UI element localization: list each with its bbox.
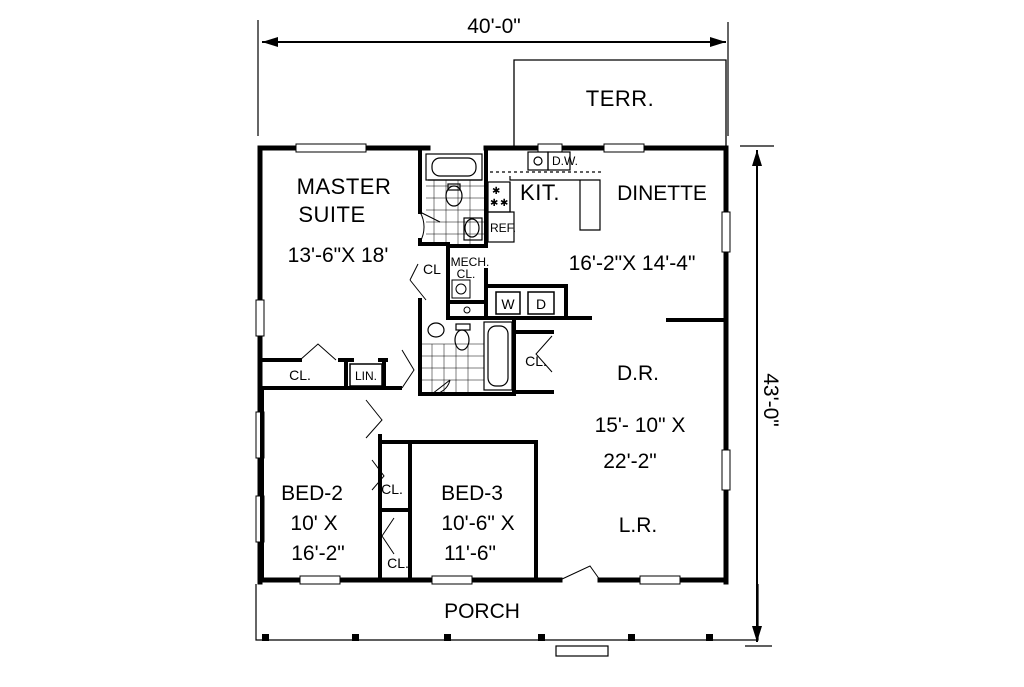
bed3-size-line2: 11'-6" [444, 542, 496, 565]
washer [495, 291, 521, 315]
living-room-label: L.R. [619, 514, 658, 537]
dishwasher-label: D.W. [552, 154, 578, 168]
depth-dimension [740, 145, 774, 647]
depth-dimension-label: 43'-0" [759, 373, 782, 427]
bed2-label: BED-2 [281, 482, 343, 505]
porch-columns [262, 634, 713, 641]
svg-text:✱: ✱ [500, 198, 508, 209]
porch-label: PORCH [444, 600, 520, 623]
hall-bath-tile [422, 343, 484, 392]
terrace-label: TERR. [586, 86, 655, 111]
dinette-size: 16'-2"X 14'-4" [569, 252, 696, 275]
master-closet-label: CL [423, 261, 441, 277]
dryer [527, 291, 555, 315]
dining-living-size-line2: 22'-2" [603, 450, 657, 473]
dining-living-size-line1: 15'- 10" X [595, 414, 686, 437]
porch-outline [255, 584, 759, 657]
mech-closet-label-line2: CL. [457, 267, 476, 281]
bed2-size-line2: 16'-2" [291, 542, 345, 565]
master-bath-tile [426, 180, 486, 244]
refrigerator-label: REF. [490, 221, 516, 235]
svg-text:✱: ✱ [492, 186, 500, 197]
linen-closet-label: LIN. [355, 369, 377, 383]
water-heater [451, 279, 471, 314]
mech-closet-label-line1: MECH. [451, 255, 490, 269]
master-lower-closet-label: CL. [289, 367, 311, 383]
stove-burners: ✱ ✱ ✱ [490, 186, 508, 209]
width-dimension-label: 40'-0" [467, 15, 521, 38]
doors [299, 211, 601, 581]
linen-closet [349, 363, 383, 387]
dining-room-label: D.R. [617, 362, 659, 385]
width-dimension [257, 20, 729, 136]
bed3-label: BED-3 [441, 482, 503, 505]
bed3-size-line1: 10'-6" X [441, 512, 514, 535]
master-suite-label-line1: MASTER [297, 174, 392, 199]
kitchen-counters [487, 151, 604, 243]
terrace-outline [513, 59, 727, 146]
bed2-size-line1: 10' X [290, 512, 337, 535]
master-suite-size: 13'-6"X 18' [288, 244, 389, 267]
kitchen-label: KIT. [520, 180, 560, 205]
dryer-label: D [536, 296, 546, 312]
master-bath-fixtures [425, 153, 483, 241]
washer-label: W [501, 296, 515, 312]
master-suite-label-line2: SUITE [298, 202, 365, 227]
bed2-closet-label: CL. [381, 481, 403, 497]
svg-text:✱: ✱ [490, 198, 498, 209]
dinette-label: DINETTE [617, 182, 707, 205]
hall-closet-label: CL. [525, 353, 547, 369]
bed3-closet-label: CL. [387, 555, 409, 571]
